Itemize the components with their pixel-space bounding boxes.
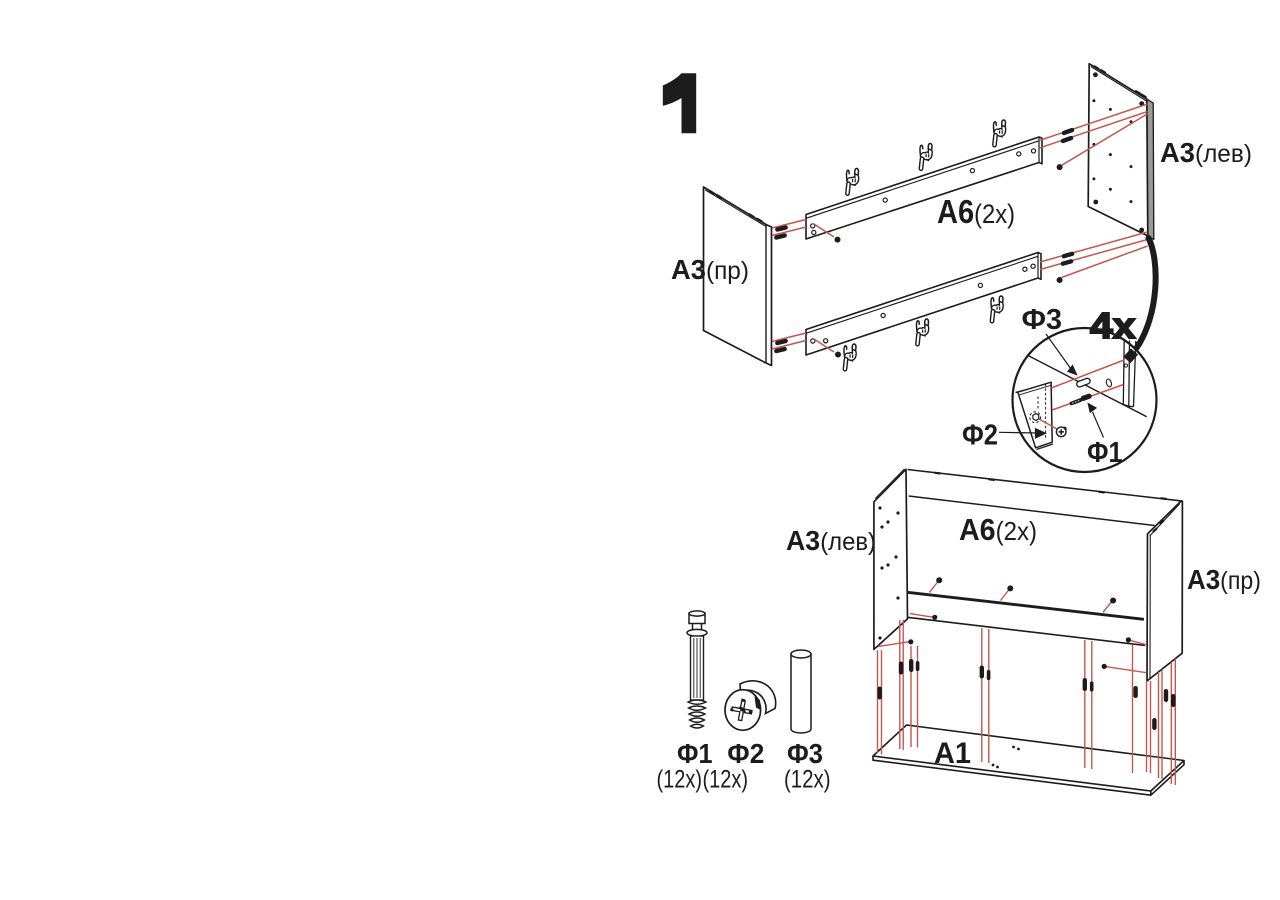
svg-text:Ф3: Ф3 <box>1022 304 1063 336</box>
svg-text:A3(лев): A3(лев) <box>1160 137 1252 168</box>
svg-text:(12x): (12x) <box>703 766 749 794</box>
svg-text:A3(пр): A3(пр) <box>671 254 749 285</box>
svg-text:4x: 4x <box>1090 305 1136 346</box>
svg-text:Ф1: Ф1 <box>1087 437 1123 469</box>
svg-text:Ф3: Ф3 <box>787 738 823 769</box>
svg-text:(12x): (12x) <box>657 766 703 794</box>
svg-text:(12x): (12x) <box>784 766 831 794</box>
svg-text:Ф2: Ф2 <box>962 420 998 452</box>
svg-text:A3(пр): A3(пр) <box>1187 564 1261 595</box>
svg-text:A1: A1 <box>934 737 971 770</box>
svg-text:A6(2x): A6(2x) <box>937 193 1015 230</box>
svg-text:A6(2x): A6(2x) <box>959 512 1037 547</box>
svg-text:Ф2: Ф2 <box>727 738 764 769</box>
svg-text:Ф1: Ф1 <box>677 738 713 769</box>
svg-text:A3(лев): A3(лев) <box>786 525 876 556</box>
